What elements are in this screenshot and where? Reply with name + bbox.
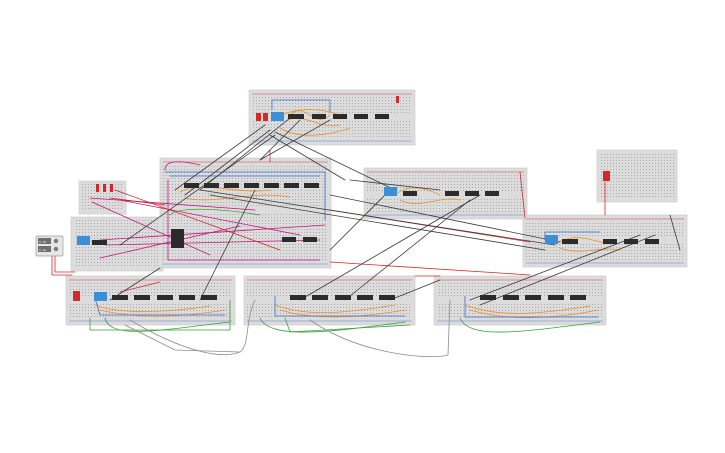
ic-chip-icon — [525, 295, 541, 300]
ic-chip-icon — [244, 183, 259, 188]
ic-chip-icon — [171, 229, 184, 248]
led-icon — [96, 184, 99, 192]
psu-knob-icon[interactable] — [53, 238, 59, 244]
ic-chip-icon — [645, 239, 659, 244]
ic-chip-icon — [503, 295, 519, 300]
ic-chip-icon — [312, 295, 328, 300]
wires-black — [109, 117, 681, 306]
psu-voltage-readout: 0.0V — [39, 240, 46, 244]
led-icon — [256, 113, 261, 121]
power-supply-icon[interactable]: 0.0V 0.0A — [35, 235, 64, 257]
led-icon — [263, 113, 268, 121]
ic-chips — [92, 114, 659, 300]
psu-knob-icon[interactable] — [53, 246, 59, 252]
ic-chip-icon — [354, 114, 368, 119]
ic-chip-icon — [290, 295, 306, 300]
led-icon — [110, 184, 113, 192]
ic-chip-icon — [480, 295, 496, 300]
ic-chip-icon — [312, 114, 326, 119]
ic-chip-icon — [304, 183, 319, 188]
ic-chip-icon — [204, 183, 219, 188]
ic-chip-icon — [403, 191, 417, 196]
ic-chip-icon — [184, 183, 199, 188]
ic-chip-icon — [624, 239, 638, 244]
dip-switch-icon[interactable] — [545, 235, 558, 244]
ic-chip-icon — [284, 183, 299, 188]
ic-chip-icon — [335, 295, 351, 300]
ic-chip-icon — [603, 239, 617, 244]
ic-chip-icon — [485, 191, 499, 196]
dip-switch-icon[interactable] — [94, 292, 107, 301]
ic-chip-icon — [201, 295, 217, 300]
led-icon — [396, 96, 399, 103]
ic-chip-icon — [288, 114, 304, 119]
ic-chip-icon — [357, 295, 373, 300]
led-icon — [603, 171, 610, 181]
ic-chip-icon — [570, 295, 586, 300]
ic-chip-icon — [375, 114, 389, 119]
dip-switch-icon[interactable] — [77, 236, 90, 245]
ic-chip-icon — [134, 295, 150, 300]
ic-chip-icon — [379, 295, 395, 300]
ic-chip-icon — [282, 237, 296, 242]
ic-chip-icon — [562, 239, 578, 244]
ic-chip-icon — [548, 295, 564, 300]
wires-gray — [124, 299, 451, 358]
dip-switch-icon[interactable] — [384, 187, 397, 196]
psu-current-readout: 0.0A — [39, 248, 46, 252]
led-icon — [73, 291, 80, 301]
ic-chip-icon — [157, 295, 173, 300]
ic-chip-icon — [333, 114, 347, 119]
wires-green — [89, 208, 601, 333]
ic-chip-icon — [264, 183, 279, 188]
ic-chip-icon — [112, 295, 128, 300]
dip-switches — [77, 112, 558, 301]
leds — [73, 96, 610, 301]
ic-chip-icon — [224, 183, 239, 188]
dip-switch-icon[interactable] — [271, 112, 284, 121]
ic-chip-icon — [92, 240, 107, 245]
led-icon — [103, 184, 106, 192]
ic-chip-icon — [445, 191, 459, 196]
ic-chip-icon — [465, 191, 479, 196]
ic-chip-icon — [303, 237, 317, 242]
ic-chip-icon — [179, 295, 195, 300]
